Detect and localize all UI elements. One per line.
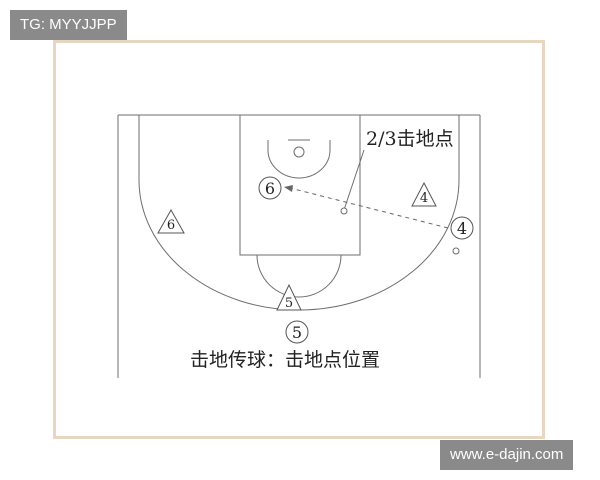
pass-arrowhead bbox=[284, 185, 293, 192]
restricted-area-arc bbox=[267, 140, 331, 179]
offense-player-4-label: 4 bbox=[457, 219, 467, 238]
basket-rim bbox=[293, 146, 305, 158]
key-paint bbox=[239, 114, 361, 256]
top-left-watermark-badge: TG: MYYJJPP bbox=[10, 10, 127, 40]
offense-player-6-circle bbox=[258, 176, 282, 200]
defense-player-4-triangle bbox=[411, 181, 437, 207]
defense-player-6-triangle bbox=[157, 208, 185, 234]
bounce-point-annotation: 2/3击地点 bbox=[366, 128, 454, 150]
annotation-leader-line bbox=[343, 149, 365, 211]
defense-player-5-label: 5 bbox=[285, 296, 293, 311]
bounce-pass-path bbox=[289, 187, 449, 229]
defense-player-6-label: 6 bbox=[167, 218, 175, 233]
ball-marker bbox=[452, 247, 460, 255]
diagram-frame bbox=[53, 40, 545, 439]
free-throw-circle bbox=[256, 254, 342, 298]
three-point-arc bbox=[138, 179, 460, 311]
bounce-point-marker bbox=[340, 207, 348, 215]
offense-player-5-label: 5 bbox=[292, 323, 302, 342]
offense-player-5-circle bbox=[285, 320, 309, 344]
defense-player-5-triangle bbox=[276, 283, 302, 311]
diagram-caption: 击地传球：击地点位置 bbox=[190, 349, 380, 371]
bottom-right-watermark-badge: www.e-dajin.com bbox=[440, 440, 574, 470]
offense-player-6-label: 6 bbox=[265, 179, 275, 198]
defense-player-4-label: 4 bbox=[420, 191, 428, 206]
offense-player-4-circle bbox=[450, 216, 474, 240]
